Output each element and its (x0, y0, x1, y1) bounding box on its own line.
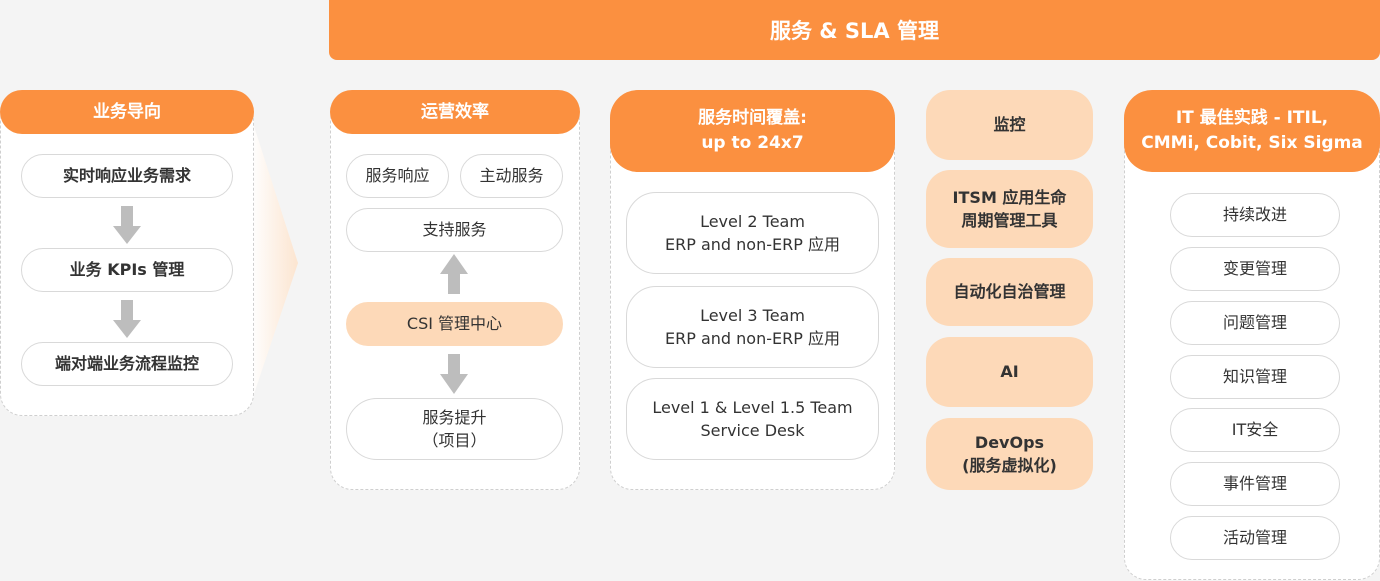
chevron-right-icon (252, 120, 298, 400)
operations-item-support: 支持服务 (346, 208, 563, 252)
practice-item-activity: 活动管理 (1170, 516, 1340, 560)
arrow-down-icon (440, 354, 468, 394)
tool-itsm: ITSM 应用生命 周期管理工具 (926, 170, 1093, 248)
practice-item-problem: 问题管理 (1170, 301, 1340, 345)
practice-panel (1124, 110, 1380, 580)
business-item-realtime: 实时响应业务需求 (21, 154, 233, 198)
practice-item-security: IT安全 (1170, 408, 1340, 452)
operations-item-response: 服务响应 (346, 154, 449, 198)
practice-item-incident: 事件管理 (1170, 462, 1340, 506)
practice-item-knowledge: 知识管理 (1170, 355, 1340, 399)
banner-title: 服务 & SLA 管理 (329, 0, 1380, 60)
arrow-down-icon (113, 300, 141, 338)
operations-item-csi-center: CSI 管理中心 (346, 302, 563, 346)
arrow-down-icon (113, 206, 141, 244)
tool-automation: 自动化自治管理 (926, 258, 1093, 326)
business-title: 业务导向 (0, 90, 254, 134)
practice-title: IT 最佳实践 - ITIL, CMMi, Cobit, Six Sigma (1124, 90, 1380, 172)
coverage-title: 服务时间覆盖: up to 24x7 (610, 90, 895, 172)
coverage-item-level3: Level 3 Team ERP and non-ERP 应用 (626, 286, 879, 368)
business-item-kpis: 业务 KPIs 管理 (21, 248, 233, 292)
practice-item-continuous-improvement: 持续改进 (1170, 193, 1340, 237)
tool-devops: DevOps (服务虚拟化) (926, 418, 1093, 490)
arrow-up-icon (440, 254, 468, 294)
operations-item-proactive: 主动服务 (460, 154, 563, 198)
operations-item-improvement: 服务提升 （项目） (346, 398, 563, 460)
tool-ai: AI (926, 337, 1093, 407)
tool-monitoring: 监控 (926, 90, 1093, 160)
business-item-process-monitor: 端对端业务流程监控 (21, 342, 233, 386)
coverage-item-level1: Level 1 & Level 1.5 Team Service Desk (626, 378, 879, 460)
practice-item-change: 变更管理 (1170, 247, 1340, 291)
coverage-item-level2: Level 2 Team ERP and non-ERP 应用 (626, 192, 879, 274)
operations-title: 运营效率 (330, 90, 580, 134)
